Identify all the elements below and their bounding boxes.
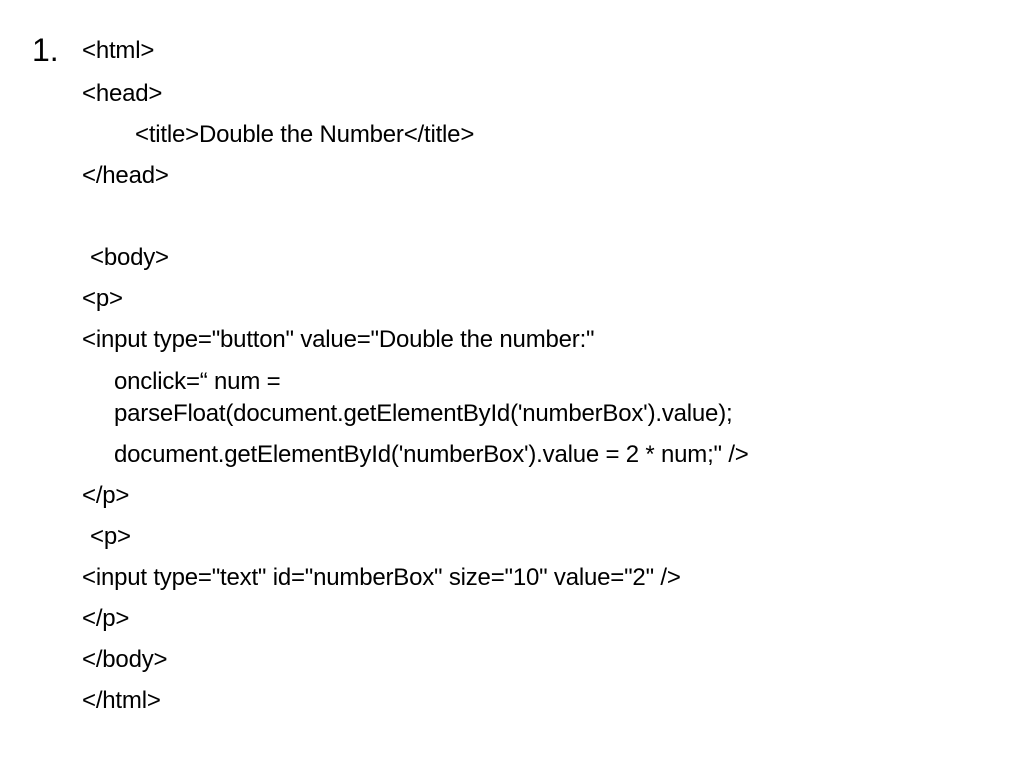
code-line-head-close: </head> [82, 162, 169, 189]
code-line-body-open: <body> [90, 244, 169, 271]
code-line-parsefloat: parseFloat(document.getElementById('numb… [114, 400, 733, 427]
list-item-number: 1. [32, 32, 59, 68]
code-line-set-value: document.getElementById('numberBox').val… [114, 441, 749, 468]
code-line-onclick: onclick=“ num = [114, 368, 281, 395]
code-line-body-close: </body> [82, 646, 168, 673]
code-line-html-close: </html> [82, 687, 161, 714]
code-line-html-open: <html> [82, 37, 155, 64]
code-line-input-button: <input type="button" value="Double the n… [82, 326, 595, 353]
code-line-p-close-1: </p> [82, 482, 130, 509]
code-line-p-open-2: <p> [90, 523, 131, 550]
code-line-head-open: <head> [82, 80, 163, 107]
code-line-p-open-1: <p> [82, 285, 123, 312]
code-line-p-close-2: </p> [82, 605, 130, 632]
code-line-title: <title>Double the Number</title> [135, 121, 475, 148]
code-line-input-text: <input type="text" id="numberBox" size="… [82, 564, 681, 591]
